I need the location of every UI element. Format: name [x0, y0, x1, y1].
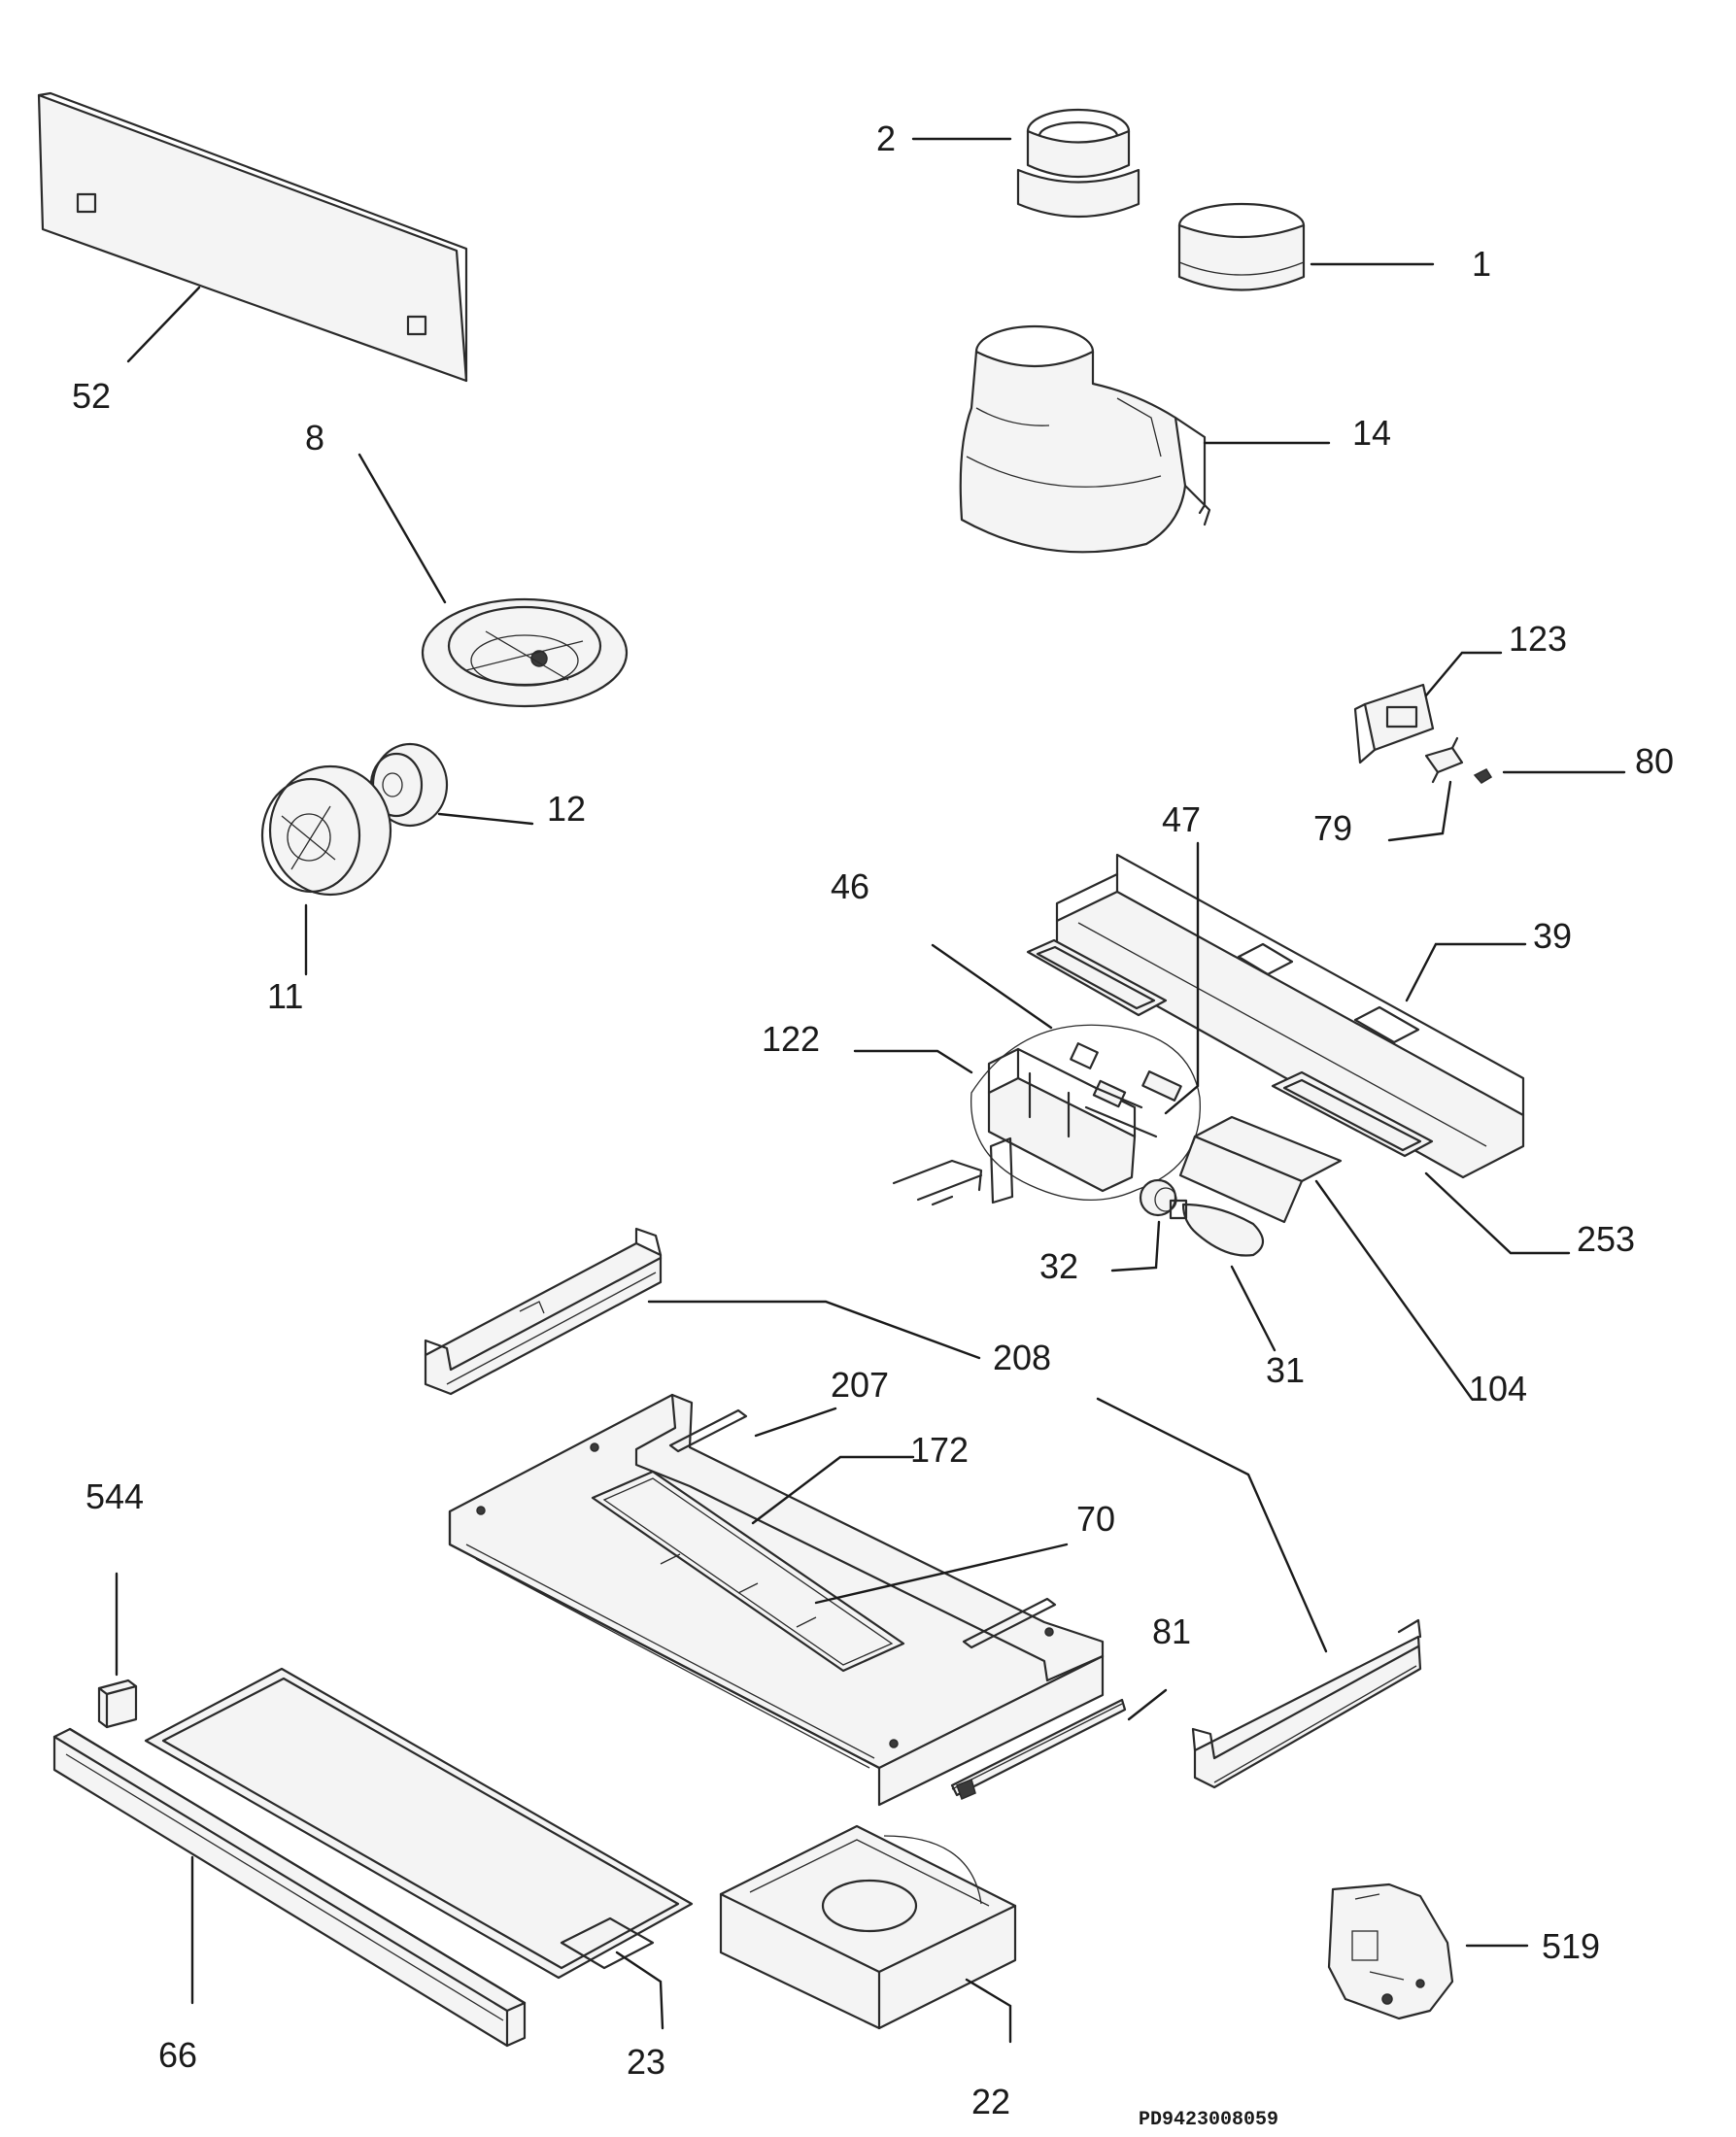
label-14: 14: [1352, 413, 1391, 453]
label-519: 519: [1542, 1926, 1600, 1966]
part-2-reducer-collar: [1016, 108, 1140, 219]
label-544: 544: [85, 1476, 144, 1516]
label-47: 47: [1162, 799, 1201, 839]
label-39: 39: [1533, 916, 1572, 956]
label-207: 207: [831, 1365, 889, 1405]
label-32: 32: [1039, 1246, 1078, 1286]
part-8-motor-plate: [421, 597, 629, 708]
part-81-lamp-strip: [950, 1698, 1127, 1801]
part-23-grease-filter: [144, 1667, 694, 1980]
part-208-side-rail-right: [1191, 1618, 1422, 1789]
part-32-lamp-holder: [1139, 1178, 1177, 1217]
part-31-bulb: [1169, 1199, 1265, 1257]
label-2: 2: [876, 119, 896, 158]
label-81: 81: [1152, 1611, 1191, 1651]
part-122-control-box: [892, 1024, 1201, 1206]
label-1: 1: [1472, 244, 1491, 284]
label-208: 208: [993, 1338, 1051, 1377]
part-1-flange-ring: [1177, 202, 1306, 291]
label-70: 70: [1076, 1499, 1115, 1539]
label-52: 52: [72, 376, 111, 416]
label-80: 80: [1635, 741, 1674, 781]
label-46: 46: [831, 866, 869, 906]
label-66: 66: [158, 2035, 197, 2075]
label-253: 253: [1577, 1219, 1635, 1259]
part-66-front-trim: [52, 1727, 527, 2048]
label-123: 123: [1509, 619, 1567, 659]
part-544-small-cube: [97, 1679, 138, 1729]
part-11-impeller: [260, 764, 392, 897]
label-122: 122: [762, 1019, 820, 1059]
part-253-filter-frame: [1026, 938, 1434, 1158]
part-80-screw: [1473, 768, 1493, 784]
part-519-parts-bag: [1327, 1883, 1454, 2020]
part-172-hood-body: [448, 1393, 1105, 1807]
part-14-blower-housing: [959, 324, 1211, 554]
part-104-lamp-cover: [1178, 1115, 1343, 1224]
label-172: 172: [910, 1430, 969, 1470]
label-22: 22: [971, 2082, 1010, 2121]
part-52-back-panel: [37, 91, 468, 383]
label-23: 23: [627, 2042, 665, 2082]
part-79-clip: [1424, 736, 1464, 784]
label-12: 12: [547, 789, 586, 829]
label-8: 8: [305, 418, 324, 458]
leader-lines: [115, 137, 1626, 2044]
label-31: 31: [1266, 1350, 1305, 1390]
label-104: 104: [1469, 1369, 1527, 1408]
part-39-rail-frame: [1055, 853, 1525, 1179]
label-79: 79: [1313, 808, 1352, 848]
part-123-switch-bracket: [1353, 683, 1435, 764]
drawing-code: PD9423008059: [1139, 2109, 1278, 2131]
label-11: 11: [267, 976, 303, 1016]
part-labels: 2 1 14 52 8 12 11 123 80 79 47 46 39 122…: [72, 119, 1674, 2121]
part-208-side-rail-left: [424, 1227, 663, 1396]
part-22-recirculation-adaptor: [719, 1824, 1017, 2030]
